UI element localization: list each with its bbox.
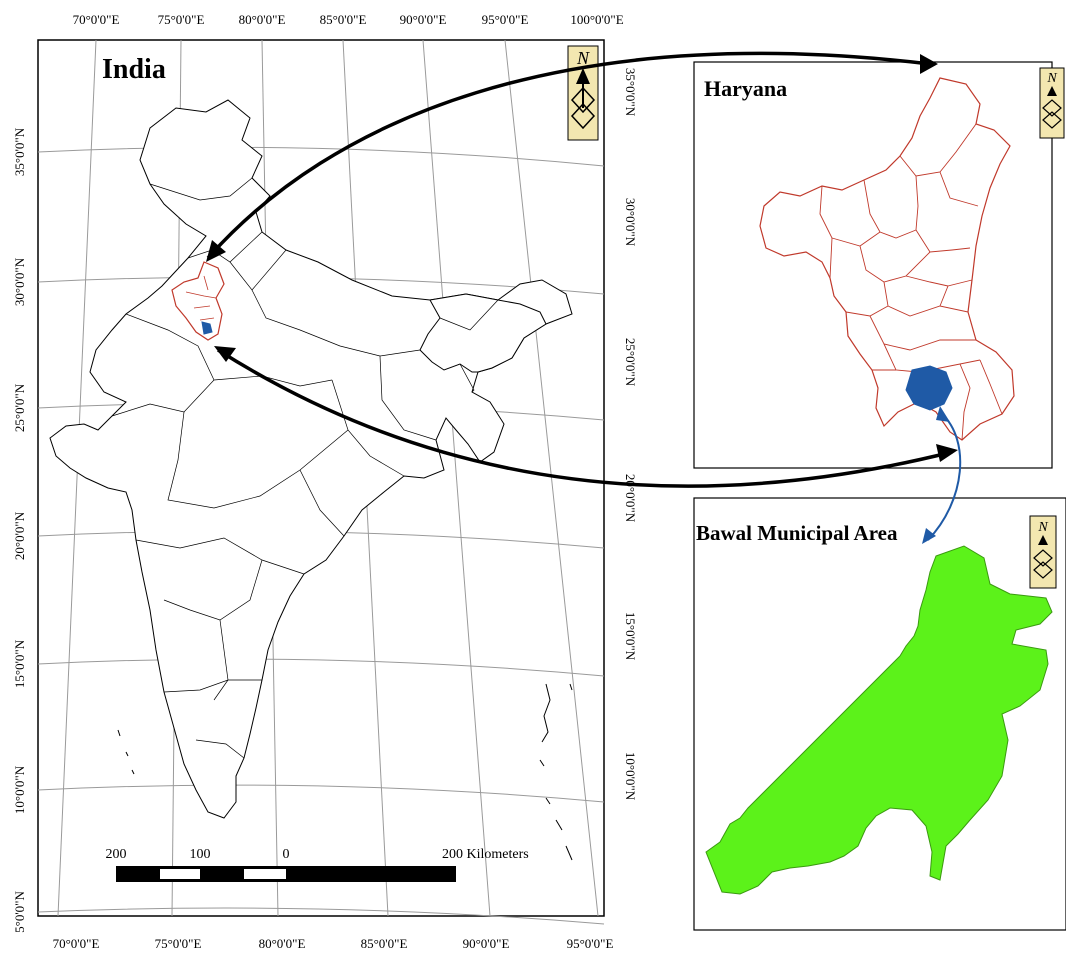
- lat-label-left: 10°0'0"N: [12, 765, 27, 814]
- lon-label-top: 90°0'0"E: [400, 12, 447, 27]
- haryana-map-panel: Haryana N: [693, 61, 1065, 469]
- lon-label-bottom: 90°0'0"E: [463, 936, 510, 951]
- lat-label-left: 15°0'0"N: [12, 639, 27, 688]
- nicobar-islands: [545, 797, 573, 861]
- lakshadweep-islands: [117, 729, 135, 775]
- india-northeast: [419, 293, 547, 373]
- meridian-90: [422, 39, 491, 917]
- bawal-municipal-area: [705, 545, 1053, 895]
- lat-label-left: 30°0'0"N: [12, 257, 27, 306]
- bawal-highlight: [905, 365, 953, 411]
- lat-label-right: 15°0'0"N: [623, 612, 638, 661]
- lat-label-left: 20°0'0"N: [12, 511, 27, 560]
- bawal-title: Bawal Municipal Area: [696, 521, 898, 545]
- lat-label-right: 10°0'0"N: [623, 752, 638, 801]
- scale-bar: 200 100 0 200 Kilometers: [106, 847, 529, 882]
- north-letter: N: [1046, 71, 1057, 86]
- meridian-70: [57, 39, 97, 917]
- scale-label-0: 0: [283, 847, 290, 862]
- haryana-north-arrow: N: [1039, 67, 1065, 139]
- islands: [117, 683, 573, 861]
- north-arrow-icon: [1039, 67, 1065, 139]
- parallel-10: [37, 784, 605, 803]
- india-map-panel: N India 200 100 0 200 Kilometers 70°0'0"…: [12, 12, 638, 951]
- bawal-location-small: [201, 321, 213, 335]
- india-north-arrow: N: [567, 45, 599, 141]
- lat-label-right: 25°0'0"N: [623, 338, 638, 387]
- lon-label-bottom: 85°0'0"E: [361, 936, 408, 951]
- lat-label-left: 35°0'0"N: [12, 127, 27, 176]
- parallel-35: [37, 146, 605, 167]
- connector-arrows: [206, 51, 953, 488]
- lat-label-right: 35°0'0"N: [623, 68, 638, 117]
- haryana-location: [171, 261, 225, 341]
- lat-label-right: 30°0'0"N: [623, 198, 638, 247]
- lon-label-top: 100°0'0"E: [570, 12, 623, 27]
- left-lat-labels: 35°0'0"N 30°0'0"N 25°0'0"N 20°0'0"N 15°0…: [12, 127, 27, 933]
- lon-label-top: 85°0'0"E: [320, 12, 367, 27]
- india-outline: [49, 99, 573, 819]
- scale-label-km: 200 Kilometers: [442, 847, 529, 862]
- scale-label-100: 100: [190, 847, 211, 862]
- top-lon-labels: 70°0'0"E 75°0'0"E 80°0'0"E 85°0'0"E 90°0…: [73, 12, 624, 27]
- lon-label-bottom: 80°0'0"E: [259, 936, 306, 951]
- arrow-india-haryana-top: [206, 51, 931, 260]
- arrow-india-haryana-bottom: [217, 348, 953, 488]
- lat-label-right: 20°0'0"N: [623, 474, 638, 523]
- state-boundaries: [111, 177, 499, 759]
- arrow-haryana-bawal: [922, 406, 962, 544]
- lon-label-top: 75°0'0"E: [158, 12, 205, 27]
- lon-label-top: 80°0'0"E: [239, 12, 286, 27]
- lon-label-bottom: 75°0'0"E: [155, 936, 202, 951]
- bottom-lon-labels: 70°0'0"E 75°0'0"E 80°0'0"E 85°0'0"E 90°0…: [53, 936, 614, 951]
- haryana-title: Haryana: [704, 76, 787, 101]
- right-lat-labels: 35°0'0"N 30°0'0"N 25°0'0"N 20°0'0"N 15°0…: [623, 68, 638, 801]
- andaman-islands: [541, 683, 551, 743]
- north-letter: N: [1037, 520, 1048, 535]
- lon-label-bottom: 70°0'0"E: [53, 936, 100, 951]
- scale-label-200: 200: [106, 847, 127, 862]
- lat-label-left: 5°0'0"N: [12, 891, 27, 933]
- lon-label-top: 95°0'0"E: [482, 12, 529, 27]
- north-letter: N: [576, 48, 590, 68]
- india-title: India: [102, 54, 166, 85]
- haryana-districts-small: [185, 275, 217, 321]
- haryana-outline-small: [171, 261, 225, 341]
- north-arrow-icon: [1029, 515, 1057, 589]
- parallel-15: [37, 658, 605, 677]
- lat-label-left: 25°0'0"N: [12, 383, 27, 432]
- lon-label-top: 70°0'0"E: [73, 12, 120, 27]
- lon-label-bottom: 95°0'0"E: [567, 936, 614, 951]
- parallel-5: [37, 907, 605, 925]
- bawal-map-panel: Bawal Municipal Area N: [693, 497, 1066, 931]
- meridian-95: [504, 39, 599, 917]
- bawal-north-arrow: N: [1029, 515, 1057, 589]
- arrowheads: [206, 54, 958, 462]
